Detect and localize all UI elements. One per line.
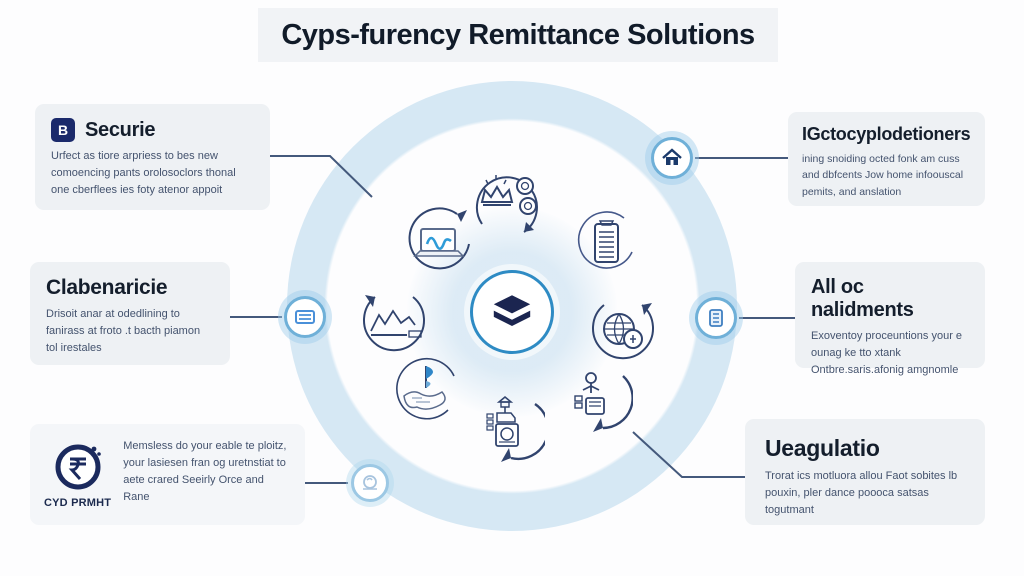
allocations-body: Exoventoy proceuntions your e ounag ke t…: [811, 330, 963, 377]
boat-map-icon: [388, 352, 468, 432]
cyd-payment-icon: [55, 444, 101, 489]
clearance-heading: Clabenaricie: [46, 276, 168, 299]
page-title: Cyps-furency Remittance Solutions: [281, 18, 755, 51]
card-cyd: CYD PRMHT Memsless do your eable te ploi…: [30, 424, 305, 525]
laptop-wave-icon: [397, 202, 477, 282]
stamp-icon: [363, 475, 377, 490]
title-bar: Cyps-furency Remittance Solutions: [258, 8, 778, 62]
top-right-node: [651, 137, 693, 179]
ledger-document-icon: [566, 204, 646, 284]
card-crypto: IGctocyplodetioners ining snoiding octed…: [788, 112, 985, 206]
center-circle: [470, 270, 554, 354]
b-badge-icon: B: [51, 118, 75, 142]
cyd-label: CYD PRMHT: [44, 496, 112, 509]
regulation-body: Trorat ics motluora allou Faot sobites l…: [765, 470, 958, 517]
crown-coins-icon: [468, 160, 548, 240]
card-allocations: All oc nalidments Exoventoy proceuntions…: [795, 262, 985, 376]
secure-body: Urfect as tiore arpriess to bes new como…: [51, 150, 236, 197]
clearance-body: Drisoit anar at odedlining to fanirass a…: [46, 308, 201, 355]
card-secure: B Securie Urfect as tiore arpriess to be…: [35, 104, 270, 210]
globe-transfer-icon: [582, 291, 662, 371]
remittance-machine-icon: [465, 386, 550, 466]
left-node: [284, 296, 326, 338]
right-node: [695, 297, 737, 339]
card-regulation: Ueagulatio Trorat ics motluora allou Fao…: [745, 419, 985, 525]
bottom-left-node: [351, 464, 389, 502]
cyd-body: Memsless do your eable te ploitz, your l…: [123, 440, 287, 504]
secure-heading: Securie: [85, 118, 156, 141]
crypto-body: ining snoiding octed fonk am cuss and db…: [802, 153, 964, 198]
kiosk-figure-icon: [553, 356, 634, 436]
regulation-heading: Ueagulatio: [765, 435, 880, 461]
layers-stack-icon: [493, 295, 531, 326]
line-chart-icon: [355, 285, 435, 365]
document-icon: [709, 309, 723, 327]
card-icon: [295, 310, 315, 324]
home-icon: [662, 148, 682, 165]
allocations-heading: All oc nalidments: [811, 276, 914, 321]
card-clearance: Clabenaricie Drisoit anar at odedlining …: [30, 262, 230, 365]
crypto-heading: IGctocyplodetioners: [802, 124, 971, 144]
